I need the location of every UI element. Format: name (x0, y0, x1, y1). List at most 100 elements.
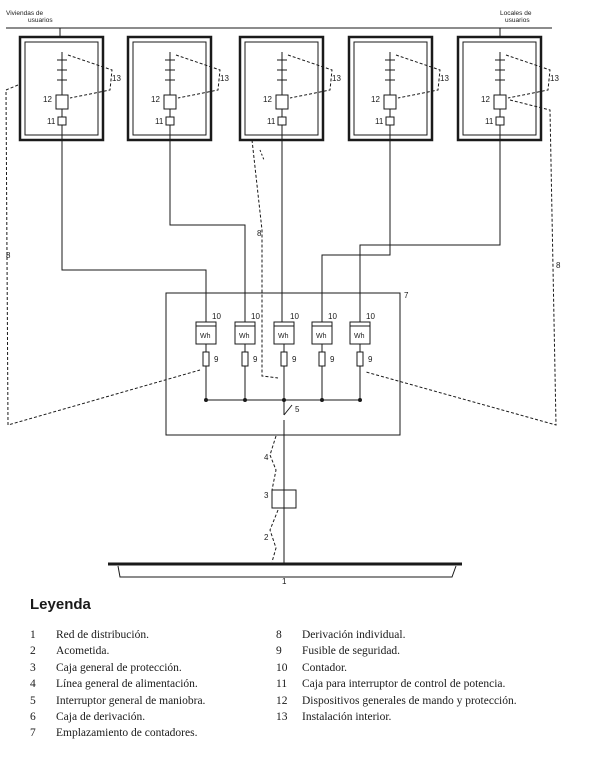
label-4: 4 (264, 453, 269, 462)
legend-item-10: 10 Contador. (276, 660, 517, 676)
label-13: 13 (550, 74, 559, 83)
legend-text: Emplazamiento de contadores. (56, 727, 198, 740)
fusible (280, 351, 288, 367)
label-12: 12 (43, 95, 52, 104)
legend-text: Acometida. (56, 645, 110, 658)
legend-number: 7 (30, 727, 36, 740)
legend-text: Contador. (302, 661, 348, 674)
legend-number: 1 (30, 629, 36, 641)
legend-item-13: 13 Instalación interior. (276, 709, 517, 725)
mando-proteccion-box (383, 94, 397, 110)
legend-text: Fusible de seguridad. (302, 645, 401, 658)
legend-list-left: 1 Red de distribución. 2 Acometida. 3 Caja ge… (30, 627, 205, 742)
icp-box (57, 116, 67, 126)
mando-proteccion-box (55, 94, 69, 110)
legend-item-9: 9 Fusible de seguridad. (276, 643, 517, 659)
label-3: 3 (264, 491, 269, 500)
legend-text: Caja de derivación. (56, 711, 146, 724)
label-8-center: 8 (257, 229, 262, 238)
legend-item-5: 5 Interruptor general de maniobra. (30, 693, 205, 709)
label-10: 10 (366, 312, 375, 321)
viviendas-label-line2: usuarios (28, 17, 53, 24)
legend-number: 8 (276, 629, 282, 641)
label-11: 11 (155, 117, 164, 126)
legend-text: Dispositivos generales de mando y protec… (302, 694, 517, 707)
label-5: 5 (295, 405, 300, 414)
legend-text: Derivación individual. (302, 629, 406, 641)
legend-text: Instalación interior. (302, 711, 392, 724)
legend-item-1: 1 Red de distribución. (30, 627, 205, 643)
legend-number: 13 (276, 711, 288, 724)
label-13: 13 (332, 74, 341, 83)
label-9: 9 (253, 355, 258, 364)
label-11: 11 (267, 117, 276, 126)
label-9: 9 (214, 355, 219, 364)
legend-item-4: 4 Línea general de alimentación. (30, 676, 205, 692)
label-12: 12 (151, 95, 160, 104)
legend-item-12: 12 Dispositivos generales de mando y prot… (276, 693, 517, 709)
derivation-leader-right (365, 99, 557, 426)
label-13: 13 (440, 74, 449, 83)
legend-text: Interruptor general de maniobra. (56, 694, 206, 707)
meter-wh-label: Wh (278, 333, 289, 340)
legend-number: 9 (276, 645, 282, 658)
legend-text: Red de distribución. (56, 629, 149, 641)
label-11: 11 (375, 117, 384, 126)
label-10: 10 (290, 312, 299, 321)
legend-list-right: 8 Derivación individual. 9 Fusible de segur… (276, 627, 517, 725)
label-11: 11 (47, 117, 56, 126)
legend-item-11: 11 Caja para interruptor de control de po… (276, 676, 517, 692)
label-11: 11 (485, 117, 494, 126)
legend-title: Leyenda (30, 596, 91, 613)
locales-label-line2: usuarios (505, 17, 530, 24)
label-8-right: 8 (556, 261, 561, 270)
legend-number: 12 (276, 694, 288, 707)
meter-wh-label: Wh (200, 333, 211, 340)
label-10: 10 (212, 312, 221, 321)
meter-wh-label: Wh (239, 333, 250, 340)
legend-item-2: 2 Acometida. (30, 643, 205, 659)
legend-item-8: 8 Derivación individual. (276, 627, 517, 643)
legend-text: Caja general de protección. (56, 661, 182, 674)
fusible (241, 351, 249, 367)
label-13: 13 (220, 74, 229, 83)
label-1: 1 (282, 577, 287, 586)
icp-box (165, 116, 175, 126)
derivation-leader-center (251, 139, 279, 379)
mando-proteccion-box (275, 94, 289, 110)
legend-number: 10 (276, 661, 288, 674)
icp-box (277, 116, 287, 126)
legend-item-7: 7 Emplazamiento de contadores. (30, 725, 205, 741)
legend-number: 5 (30, 694, 36, 707)
legend-number: 3 (30, 661, 36, 674)
locales-label-line1: Locales de (500, 10, 532, 17)
label-13: 13 (112, 74, 121, 83)
legend-number: 4 (30, 678, 36, 691)
legend-number: 11 (276, 678, 288, 691)
label-9: 9 (330, 355, 335, 364)
mando-proteccion-box (493, 94, 507, 110)
icp-box (495, 116, 505, 126)
label-8-left: 8 (6, 251, 11, 260)
legend-item-3: 3 Caja general de protección. (30, 660, 205, 676)
meter-wh-label: Wh (316, 333, 327, 340)
label-10: 10 (328, 312, 337, 321)
label-7: 7 (404, 291, 409, 300)
electrical-installation-diagram: Viviendas de usuarios Locales de usuario… (5, 10, 561, 586)
fusible (356, 351, 364, 367)
label-10: 10 (251, 312, 260, 321)
meter-wh-label: Wh (354, 333, 365, 340)
viviendas-label-line1: Viviendas de (6, 10, 43, 17)
fusible (202, 351, 210, 367)
mando-proteccion-box (163, 94, 177, 110)
legend-number: 2 (30, 645, 36, 658)
label-12: 12 (371, 95, 380, 104)
legend-text: Línea general de alimentación. (56, 678, 198, 691)
icp-box (385, 116, 395, 126)
label-12: 12 (481, 95, 490, 104)
fusible (318, 351, 326, 367)
label-9: 9 (368, 355, 373, 364)
label-9: 9 (292, 355, 297, 364)
legend-text: Caja para interruptor de control de pote… (302, 678, 506, 691)
